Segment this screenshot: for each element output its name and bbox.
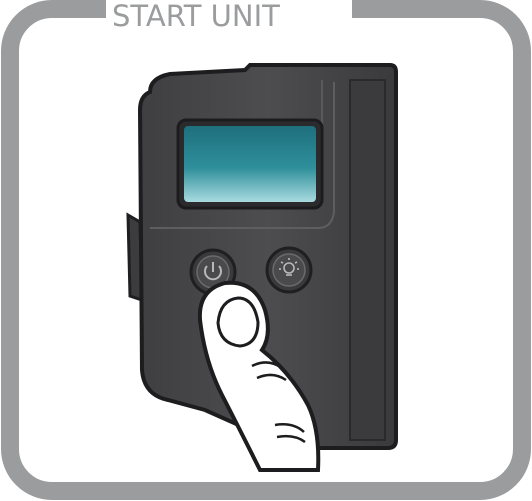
light-button[interactable] bbox=[267, 248, 311, 292]
device-right-edge bbox=[350, 80, 385, 440]
panel-title: START UNIT bbox=[106, 0, 352, 36]
display-screen bbox=[184, 126, 316, 202]
